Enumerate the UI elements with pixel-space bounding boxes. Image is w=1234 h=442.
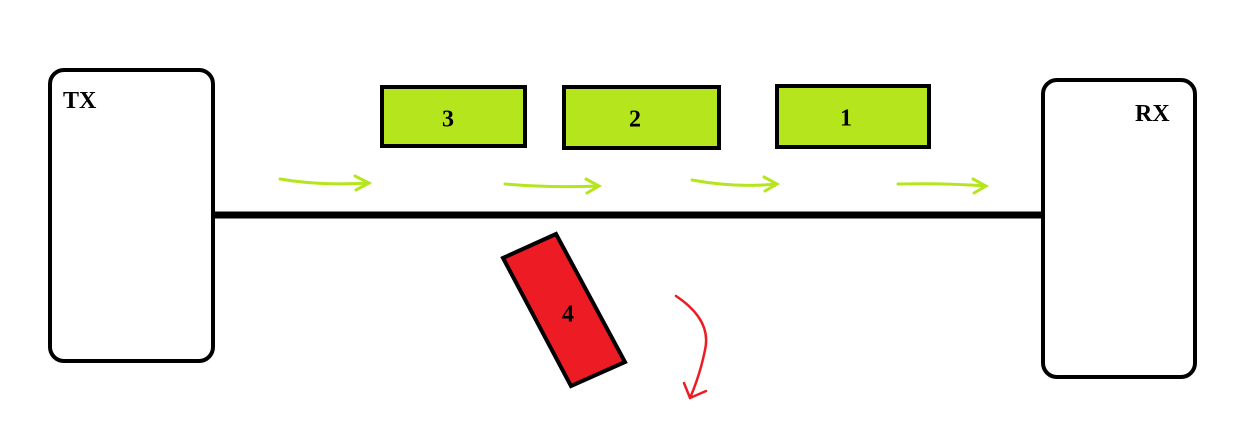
flow-arrow-2 <box>503 177 603 195</box>
flow-arrow-1 <box>278 174 373 192</box>
packet-1-box <box>775 84 931 149</box>
right-arrow-icon <box>896 177 990 195</box>
packet-2-box <box>562 85 721 150</box>
tx-label: TX <box>63 88 97 114</box>
rx-box <box>1041 78 1197 379</box>
rx-node: RX <box>1041 78 1197 379</box>
packet-4-box <box>500 231 628 389</box>
right-arrow-icon <box>690 175 781 193</box>
flow-arrow-3 <box>690 175 781 193</box>
packet-3-label: 3 <box>442 107 454 133</box>
tx-node: TX <box>48 68 215 363</box>
packet-1: 1 <box>775 84 931 149</box>
curved-down-arrow-icon <box>674 294 708 400</box>
right-arrow-icon <box>278 174 373 192</box>
tx-box <box>48 68 215 363</box>
packet-2-label: 2 <box>629 107 641 133</box>
packet-1-label: 1 <box>840 106 852 132</box>
packet-4: 4 <box>500 231 628 389</box>
packet-3-box <box>380 85 527 148</box>
rx-label: RX <box>1135 101 1170 127</box>
packet-2: 2 <box>562 85 721 150</box>
packet-4-label: 4 <box>562 302 574 328</box>
packet-3: 3 <box>380 85 527 148</box>
drop-arrow <box>674 294 708 400</box>
right-arrow-icon <box>503 177 603 195</box>
flow-arrow-4 <box>896 177 990 195</box>
